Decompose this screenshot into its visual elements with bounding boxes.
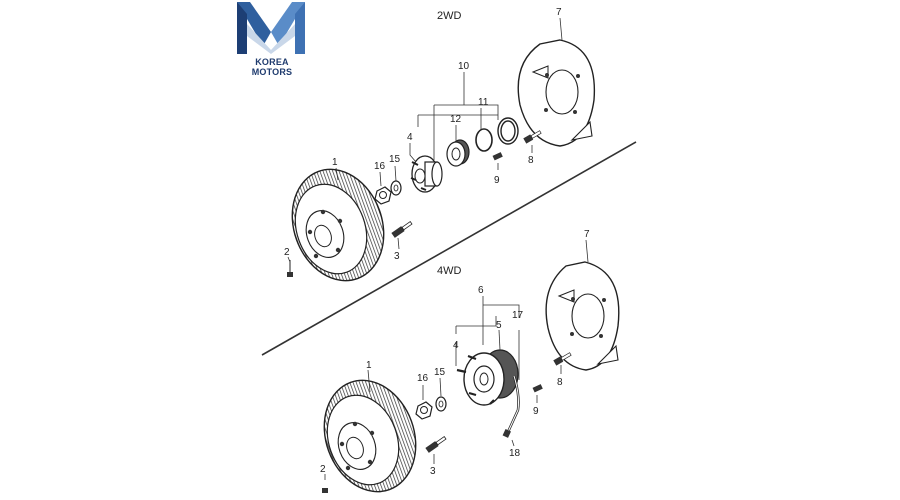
callout-label: 7 <box>584 229 590 240</box>
callout-label: 1 <box>366 360 372 371</box>
hub-bearing-assembly-4wd <box>456 349 519 406</box>
callout-label: 9 <box>533 406 539 417</box>
hub-bolt-2wd <box>391 221 413 238</box>
washer-2wd <box>390 180 402 196</box>
callout-label: 16 <box>374 161 386 172</box>
callout-label: 8 <box>528 155 534 166</box>
wheel-speed-sensor-4wd <box>502 375 520 438</box>
disc-screw-4wd <box>322 488 328 493</box>
snap-ring-2wd <box>475 128 493 152</box>
shield-bolt-8-2wd <box>523 130 542 144</box>
disc-screw-2wd <box>287 260 293 277</box>
callout-label: 3 <box>394 251 400 262</box>
shield-bolt-9-4wd <box>532 384 543 393</box>
callout-label: 17 <box>512 310 524 321</box>
shield-bolt-9-2wd <box>492 152 503 161</box>
callout-label: 2 <box>284 247 290 258</box>
callout-label: 1 <box>332 157 338 168</box>
callout-label: 16 <box>417 373 429 384</box>
callout-label: 3 <box>430 466 436 477</box>
callout-label: 10 <box>458 61 470 72</box>
callout-label: 4 <box>407 132 413 143</box>
shield-bolt-8-4wd <box>553 352 572 366</box>
dust-shield-2wd <box>517 39 596 147</box>
callout-label: 12 <box>450 114 462 125</box>
wheel-hub-2wd <box>410 155 443 193</box>
callout-label: 6 <box>478 285 484 296</box>
callout-label: 9 <box>494 175 500 186</box>
callout-label: 8 <box>557 377 563 388</box>
callout-label: 2 <box>320 464 326 475</box>
hub-nut-4wd <box>415 401 433 420</box>
section-title-4wd: 4WD <box>437 265 462 277</box>
callout-label: 15 <box>389 154 401 165</box>
brand-name: KOREA MOTORS <box>251 57 293 77</box>
washer-4wd <box>435 396 447 412</box>
callout-label: 11 <box>478 97 489 108</box>
callout-label: 4 <box>453 340 459 351</box>
hub-bolt-4wd <box>425 436 447 453</box>
brake-disc-4wd <box>323 379 417 493</box>
oil-seal-2wd <box>497 117 519 145</box>
callout-label: 15 <box>434 367 446 378</box>
callout-label: 7 <box>556 7 562 18</box>
dust-shield-4wd <box>545 261 620 371</box>
section-divider <box>261 141 637 356</box>
callout-label: 18 <box>509 448 521 459</box>
section-title-2wd: 2WD <box>437 10 462 22</box>
brake-disc-2wd <box>291 168 385 282</box>
wheel-bearing-2wd <box>446 139 470 167</box>
hub-nut-2wd <box>374 186 392 205</box>
callout-label: 5 <box>496 320 502 331</box>
